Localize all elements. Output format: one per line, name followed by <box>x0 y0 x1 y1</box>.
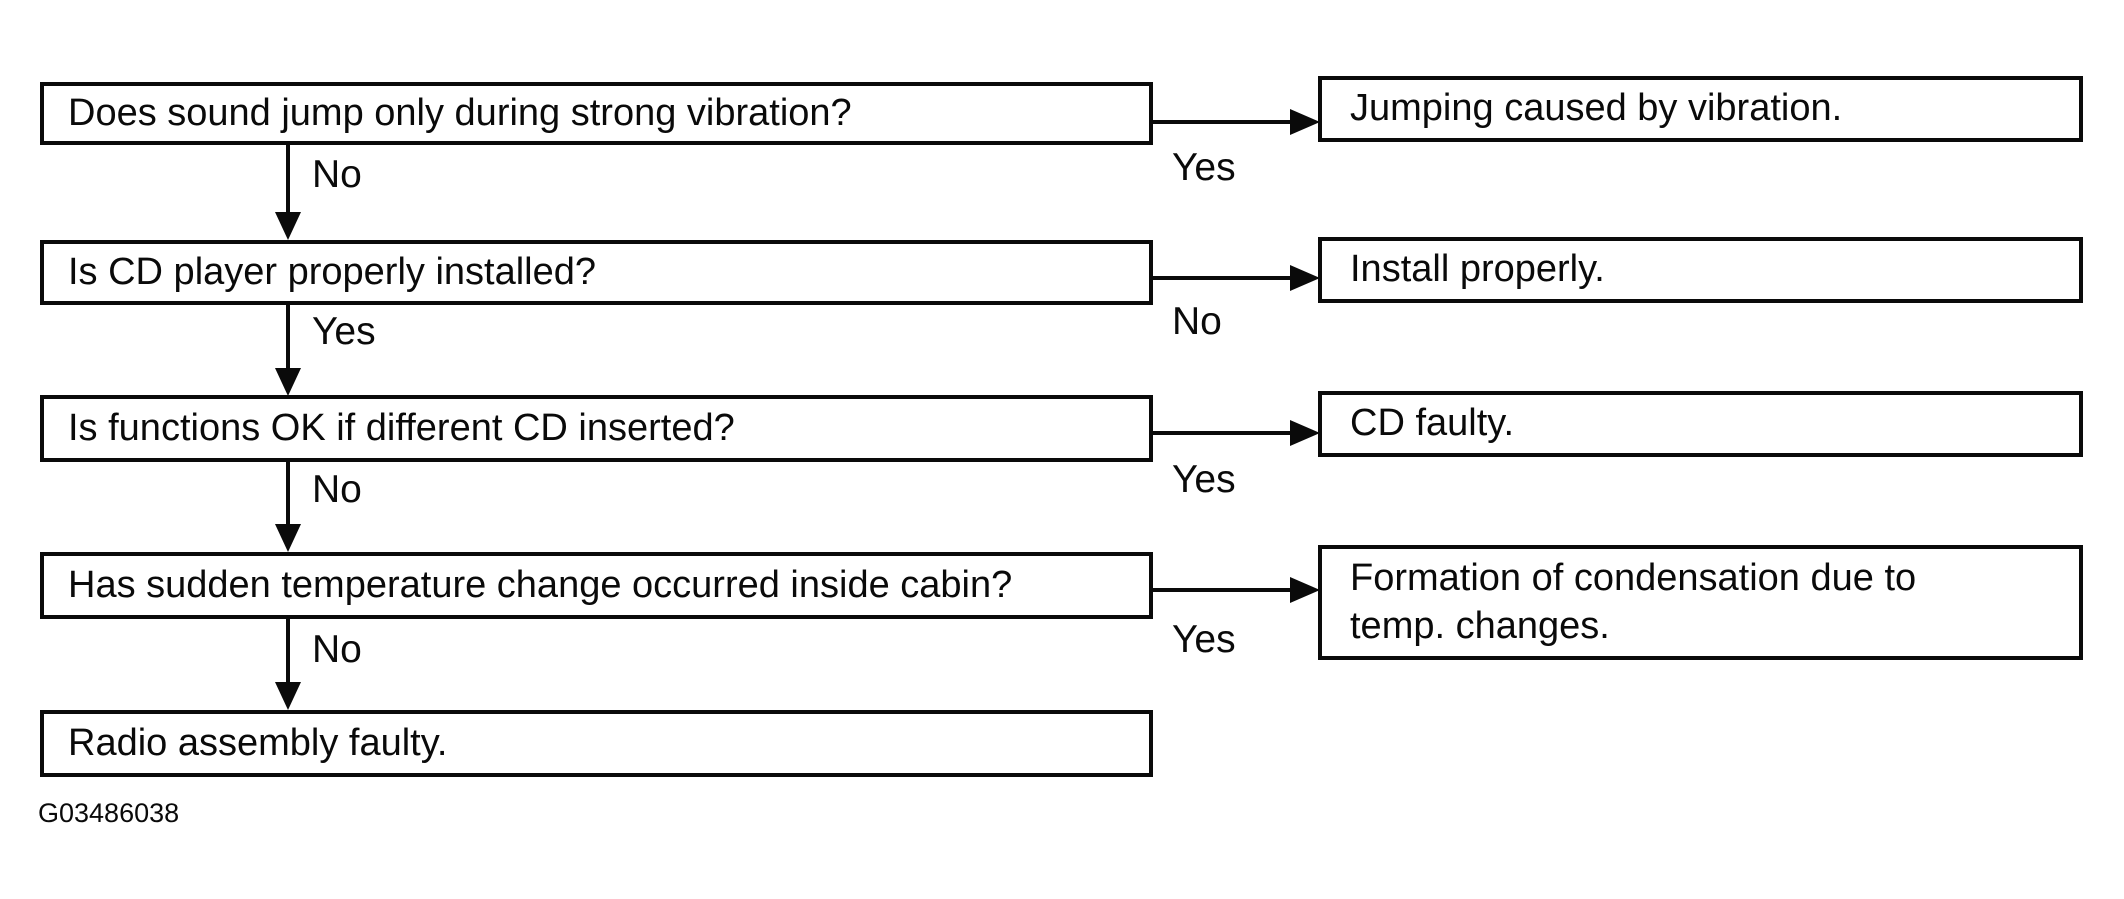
down-branch-label-2: Yes <box>312 310 376 353</box>
result-box-4: Formation of condensation due to temp. c… <box>1318 545 2083 660</box>
right-arrowhead-icon-3 <box>1290 420 1320 446</box>
down-arrowhead-icon-2 <box>275 368 301 396</box>
result-text-3: CD faulty. <box>1350 402 1515 445</box>
down-branch-label-3: No <box>312 468 362 511</box>
right-arrow-line-3 <box>1153 431 1291 435</box>
question-text-2: Is CD player properly installed? <box>68 250 597 293</box>
side-branch-label-1: Yes <box>1172 146 1236 189</box>
right-arrow-line-2 <box>1153 276 1291 280</box>
question-text-1: Does sound jump only during strong vibra… <box>68 91 852 134</box>
down-arrow-stem-1 <box>286 145 290 215</box>
final-result-text: Radio assembly faulty. <box>68 721 448 764</box>
down-arrowhead-icon-4 <box>275 682 301 710</box>
question-box-4: Has sudden temperature change occurred i… <box>40 552 1153 619</box>
question-box-2: Is CD player properly installed? <box>40 240 1153 305</box>
down-arrow-stem-4 <box>286 619 290 685</box>
result-text-2: Install properly. <box>1350 248 1605 291</box>
down-branch-label-4: No <box>312 628 362 671</box>
right-arrowhead-icon-1 <box>1290 109 1320 135</box>
result-text-4: Formation of condensation due to temp. c… <box>1350 556 1917 647</box>
right-arrow-line-4 <box>1153 588 1291 592</box>
down-arrowhead-icon-3 <box>275 524 301 552</box>
down-branch-label-1: No <box>312 153 362 196</box>
down-arrow-stem-3 <box>286 462 290 527</box>
result-box-3: CD faulty. <box>1318 391 2083 457</box>
side-branch-label-4: Yes <box>1172 618 1236 661</box>
question-box-1: Does sound jump only during strong vibra… <box>40 82 1153 145</box>
right-arrow-line-1 <box>1153 120 1291 124</box>
down-arrowhead-icon-1 <box>275 212 301 240</box>
right-arrowhead-icon-4 <box>1290 577 1320 603</box>
down-arrow-stem-2 <box>286 305 290 371</box>
question-box-3: Is functions OK if different CD inserted… <box>40 395 1153 462</box>
question-text-3: Is functions OK if different CD inserted… <box>68 406 735 449</box>
figure-code: G03486038 <box>38 798 180 828</box>
right-arrowhead-icon-2 <box>1290 265 1320 291</box>
side-branch-label-2: No <box>1172 300 1222 343</box>
result-box-2: Install properly. <box>1318 237 2083 303</box>
side-branch-label-3: Yes <box>1172 458 1236 501</box>
question-text-4: Has sudden temperature change occurred i… <box>68 563 1013 606</box>
result-box-1: Jumping caused by vibration. <box>1318 76 2083 142</box>
final-result-box: Radio assembly faulty. <box>40 710 1153 777</box>
result-text-1: Jumping caused by vibration. <box>1350 87 1843 130</box>
